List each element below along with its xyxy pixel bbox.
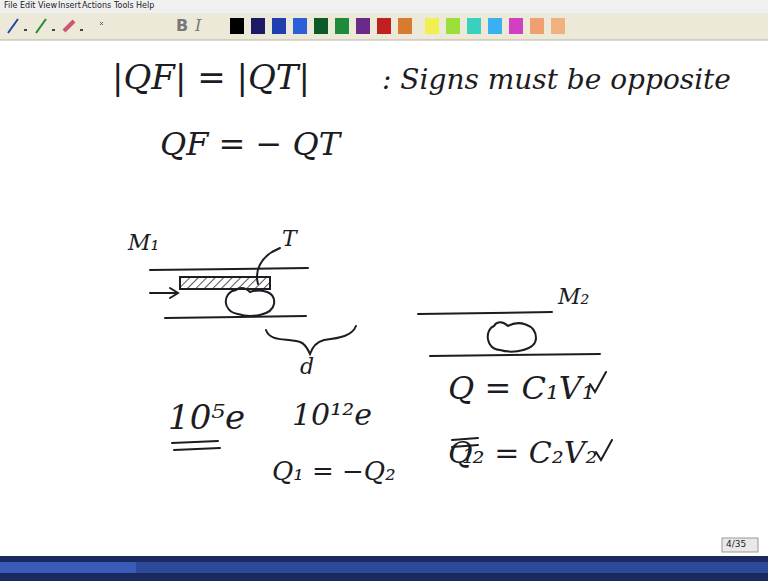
handwritten-equation: QF = − QT: [160, 128, 340, 160]
toolbar: [0, 13, 768, 40]
handwritten-equation: Q₁ = −Q₂: [272, 458, 396, 484]
italic-button: I: [195, 18, 201, 34]
pen-icons: [8, 19, 103, 33]
capacitor-sketch: [150, 248, 612, 460]
menu-item: Actions: [82, 2, 111, 10]
status-bar: [0, 556, 768, 581]
handwritten-equation: Q = C₁V₁: [448, 372, 595, 404]
menu-item: File: [4, 2, 17, 10]
scroll-strip: [0, 562, 768, 573]
plate-label: M₁: [128, 232, 159, 254]
menu-bar: [0, 0, 768, 13]
page-counter-box: [722, 538, 758, 552]
menu-item: Tools: [114, 2, 134, 10]
menu-item: Help: [136, 2, 154, 10]
charge-value: 10¹²e: [292, 400, 372, 430]
menu-item: View: [38, 2, 57, 10]
scroll-thumb: [0, 562, 136, 573]
page-number: 4/35: [726, 540, 746, 549]
handwritten-equation: |QF| = |QT|: [112, 60, 310, 94]
handwritten-equation: Q₂ = C₂V₂: [448, 438, 598, 468]
plate-label: T: [282, 228, 297, 250]
handwritten-note: : Signs must be opposite: [382, 66, 731, 94]
menu-item: Edit: [20, 2, 36, 10]
menu-item: Insert: [58, 2, 81, 10]
charge-value: 10⁵e: [168, 400, 245, 434]
toolbar-border: [0, 40, 768, 41]
color-palette: [230, 18, 565, 34]
bold-button: B: [176, 18, 188, 34]
distance-label: d: [300, 356, 314, 378]
plate-label: M₂: [558, 286, 589, 308]
